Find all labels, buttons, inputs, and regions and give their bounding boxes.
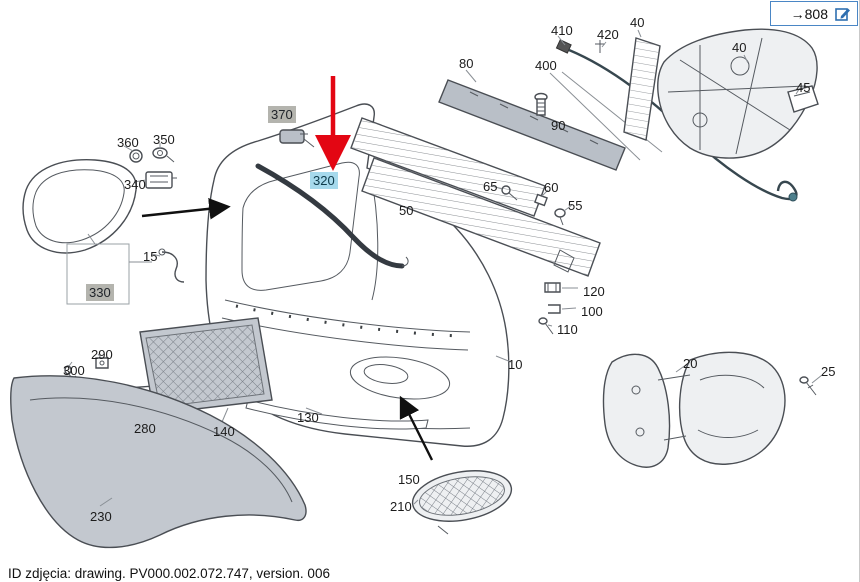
part-label-55-15[interactable]: 55	[568, 198, 583, 213]
headlight-gasket-drawing	[23, 160, 152, 304]
cowl-panel-drawing	[351, 118, 600, 276]
part-label-140-26[interactable]: 140	[213, 424, 235, 439]
radiator-support-drawing	[658, 29, 818, 158]
part-label-150-31[interactable]: 150	[398, 472, 420, 487]
seal-strip-320-drawing	[258, 166, 408, 266]
part-label-110-21[interactable]: 110	[557, 322, 578, 337]
mounting-bar-80-drawing	[439, 70, 625, 170]
arrow-150-to-foglamp	[399, 395, 432, 460]
clip-370-drawing	[280, 130, 314, 147]
part-label-90-7[interactable]: 90	[551, 118, 566, 133]
part-label-410-0[interactable]: 410	[551, 23, 573, 38]
fasteners-drawing	[492, 186, 572, 225]
part-label-10-22[interactable]: 10	[508, 357, 523, 372]
edit-icon[interactable]	[835, 6, 851, 22]
part-label-60-14[interactable]: 60	[544, 180, 559, 195]
part-label-280-25[interactable]: 280	[134, 421, 156, 436]
clips-120-100-110-drawing	[539, 283, 578, 334]
part-label-20-28[interactable]: 20	[683, 356, 698, 371]
part-label-230-30[interactable]: 230	[90, 509, 112, 524]
part-label-320-12[interactable]: 320	[310, 172, 338, 189]
grille-210-drawing	[409, 464, 516, 534]
sensor-parts-drawing	[124, 143, 177, 188]
part-label-130-27[interactable]: 130	[297, 410, 319, 425]
side-bracket-20-drawing	[603, 352, 822, 467]
header-nav-box: →808	[770, 1, 858, 26]
part-label-50-16[interactable]: 50	[399, 203, 414, 218]
part-label-40-2[interactable]: 40	[630, 15, 645, 30]
part-label-45-6[interactable]: 45	[796, 80, 811, 95]
part-label-210-32[interactable]: 210	[390, 499, 412, 514]
part-label-400-4[interactable]: 400	[535, 58, 557, 73]
part-label-120-19[interactable]: 120	[583, 284, 605, 299]
part-label-80-5[interactable]: 80	[459, 56, 474, 71]
part-label-340-11[interactable]: 340	[124, 177, 146, 192]
part-label-420-1[interactable]: 420	[597, 27, 619, 42]
image-id-text: ID zdjęcia: drawing. PV000.002.072.747, …	[8, 566, 330, 581]
part-label-300-24[interactable]: 300	[63, 363, 85, 378]
part-label-65-13[interactable]: 65	[483, 179, 498, 194]
part-label-15-17[interactable]: 15	[143, 249, 158, 264]
trim-strip-130-drawing	[246, 400, 428, 429]
part-label-350-10[interactable]: 350	[153, 132, 175, 147]
bracket-40-left-drawing	[624, 30, 660, 140]
grille-140-drawing	[140, 318, 272, 422]
part-label-40-3[interactable]: 40	[732, 40, 747, 55]
part-label-370-8[interactable]: 370	[268, 106, 296, 123]
bolt-90-drawing	[535, 94, 547, 116]
part-label-290-23[interactable]: 290	[91, 347, 113, 362]
part-label-25-29[interactable]: 25	[821, 364, 836, 379]
clip-15-drawing	[152, 249, 184, 282]
arrow-330-to-bumper	[142, 198, 231, 220]
part-label-330-18[interactable]: 330	[86, 284, 114, 301]
part-label-360-9[interactable]: 360	[117, 135, 139, 150]
spoiler-230-drawing	[11, 376, 306, 548]
nav-ref-link[interactable]: →808	[790, 5, 828, 22]
part-label-100-20[interactable]: 100	[581, 304, 603, 319]
